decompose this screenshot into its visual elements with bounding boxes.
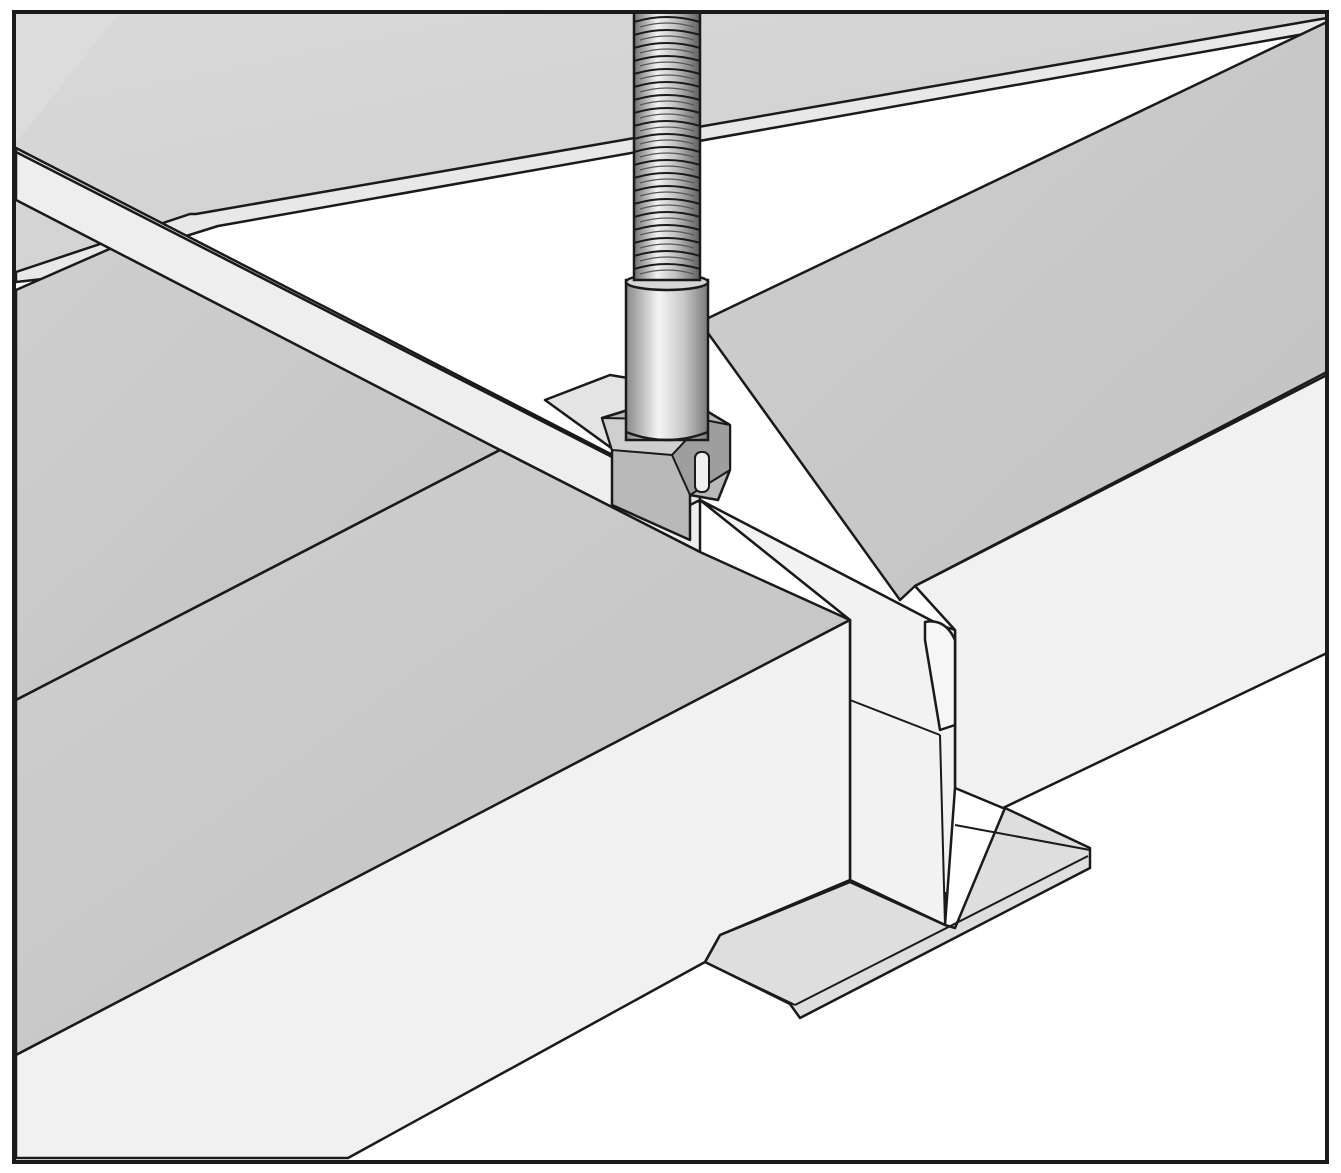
far-ceiling-panels bbox=[14, 12, 1327, 282]
rod-thread-shadow bbox=[639, 87, 695, 93]
rod-thread bbox=[633, 237, 701, 244]
rod-thread bbox=[633, 81, 701, 88]
rod-thread-shadow bbox=[639, 139, 695, 145]
rod-thread bbox=[633, 172, 701, 179]
rod-thread-shadow bbox=[639, 100, 695, 106]
rod-thread-shadow bbox=[639, 48, 695, 54]
rod-thread bbox=[633, 16, 701, 23]
clip-slot-icon bbox=[694, 451, 710, 493]
rod-thread-shadow bbox=[639, 74, 695, 80]
rod-thread-shadow bbox=[639, 191, 695, 197]
rod-thread-shadow bbox=[639, 35, 695, 41]
main-tee-web bbox=[698, 498, 957, 927]
rod-thread-shadow bbox=[639, 126, 695, 132]
rod-thread-shadow bbox=[639, 230, 695, 236]
rod-thread bbox=[633, 146, 701, 153]
rod-thread bbox=[633, 94, 701, 101]
ceiling-panel-front-face bbox=[14, 618, 852, 1160]
rod-coupler bbox=[624, 272, 710, 442]
rod-thread bbox=[633, 120, 701, 127]
rod-thread bbox=[633, 29, 701, 36]
rod-thread bbox=[633, 42, 701, 49]
rod-thread bbox=[633, 107, 701, 114]
rod-thread bbox=[633, 68, 701, 75]
rod-thread-shadow bbox=[639, 243, 695, 249]
rod-thread bbox=[633, 185, 701, 192]
rod-thread-shadow bbox=[639, 22, 695, 28]
rod-thread bbox=[633, 198, 701, 205]
rod-thread-shadow bbox=[639, 152, 695, 158]
rod-thread bbox=[633, 133, 701, 140]
rod-thread-shadow bbox=[639, 113, 695, 119]
rod-thread-shadow bbox=[639, 204, 695, 210]
rod-thread-shadow bbox=[639, 165, 695, 171]
rod-thread-shadow bbox=[639, 61, 695, 67]
rod-thread-shadow bbox=[639, 178, 695, 184]
rod-thread bbox=[633, 211, 701, 218]
diagram-frame bbox=[12, 10, 1329, 1164]
rod-thread-shadow bbox=[639, 256, 695, 262]
threaded-rod bbox=[632, 10, 702, 282]
rod-thread bbox=[633, 250, 701, 257]
rod-thread-shadow bbox=[639, 269, 695, 275]
rod-thread bbox=[633, 159, 701, 166]
rod-thread-shadow bbox=[639, 217, 695, 223]
rod-thread bbox=[633, 263, 701, 270]
rod-thread bbox=[633, 224, 701, 231]
rod-thread bbox=[633, 55, 701, 62]
